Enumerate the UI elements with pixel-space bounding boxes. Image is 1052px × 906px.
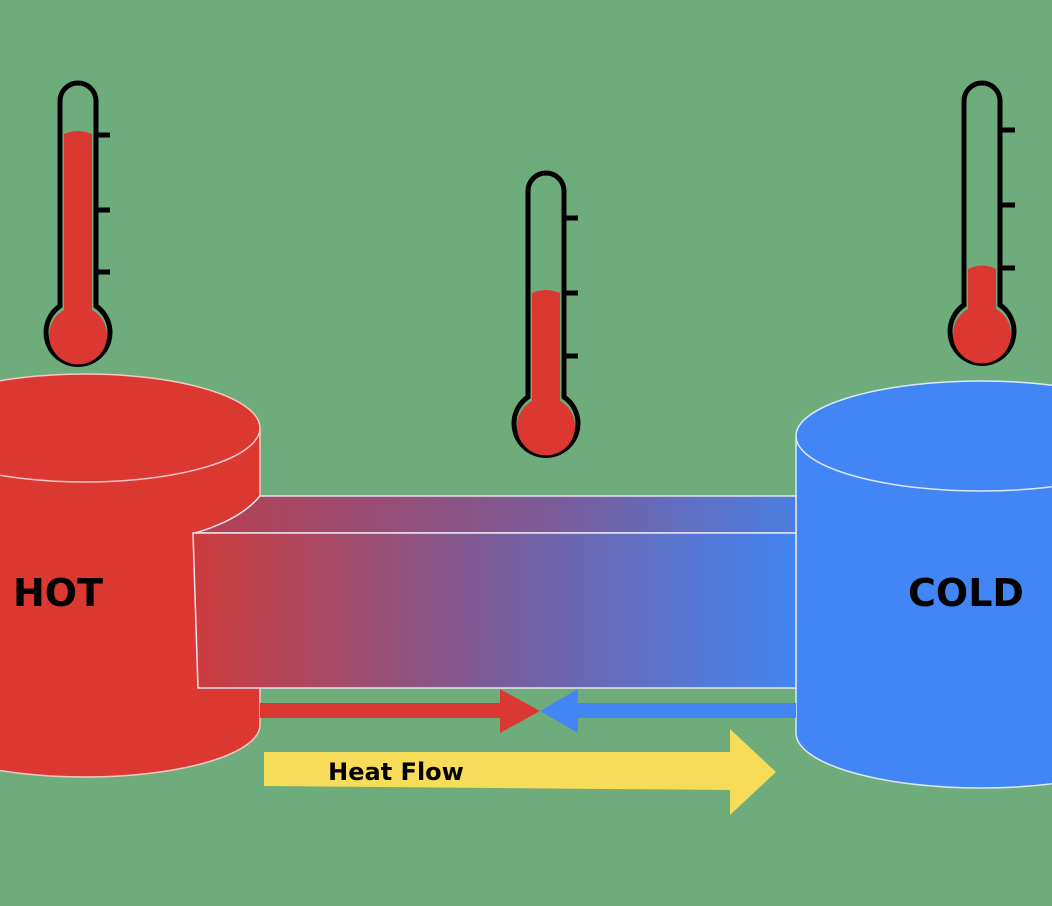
hot-thermometer-fill (49, 134, 107, 365)
hot-arrow (260, 689, 540, 733)
hot-thermometer (43, 80, 113, 367)
cold-arrow (540, 689, 796, 733)
heat-flow-label: Heat Flow (328, 758, 464, 786)
middle-thermometer (511, 170, 581, 458)
hot-label: HOT (13, 571, 103, 615)
conducting-bar (192, 495, 797, 689)
cold-reservoir (795, 380, 1052, 789)
cold-thermometer-fill (953, 269, 1011, 364)
cold-thermometer (947, 80, 1017, 366)
heat-flow-arrow (264, 729, 776, 815)
hot-reservoir (0, 373, 261, 778)
middle-thermometer-fill (517, 293, 575, 456)
cold-label: COLD (908, 571, 1024, 615)
